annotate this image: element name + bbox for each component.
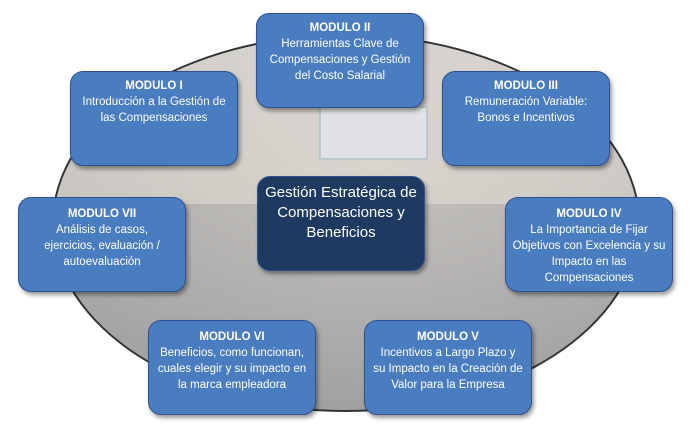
module-title: MODULO I [125,80,183,92]
module-title: MODULO III [494,80,558,92]
module-4-box: MODULO IV La Importancia de Fijar Objeti… [505,197,673,292]
module-title: MODULO II [309,22,371,34]
module-description: Remuneración Variable: Bonos e Incentivo… [464,96,588,124]
module-title: MODULO VI [199,331,265,343]
module-description: Herramientas Clave de Compensaciones y G… [269,38,411,82]
module-description: Introducción a la Gestión de las Compens… [82,96,226,124]
module-description: La Importancia de Fijar Objetivos con Ex… [512,224,666,284]
module-3-box: MODULO III Remuneración Variable: Bonos … [442,71,610,166]
module-description: Incentivos a Largo Plazo y su Impacto en… [373,347,523,391]
module-title: MODULO V [417,331,479,343]
module-description: Beneficios, como funcionan, cuales elegi… [157,347,307,391]
module-title: MODULO IV [556,208,622,220]
module-title: MODULO VII [67,208,137,220]
module-5-box: MODULO V Incentivos a Largo Plazo y su I… [364,320,532,415]
module-1-box: MODULO I Introducción a la Gestión de la… [70,71,238,166]
photo-projector-screen [319,106,428,160]
center-title: Gestión Estratégica de Compensaciones y … [265,184,417,241]
center-title-box: Gestión Estratégica de Compensaciones y … [257,176,425,271]
module-6-box: MODULO VI Beneficios, como funcionan, cu… [148,320,316,415]
module-7-box: MODULO VII Análisis de casos, ejercicios… [18,197,186,292]
module-description: Análisis de casos, ejercicios, evaluació… [44,224,160,268]
module-2-box: MODULO II Herramientas Clave de Compensa… [256,13,424,108]
